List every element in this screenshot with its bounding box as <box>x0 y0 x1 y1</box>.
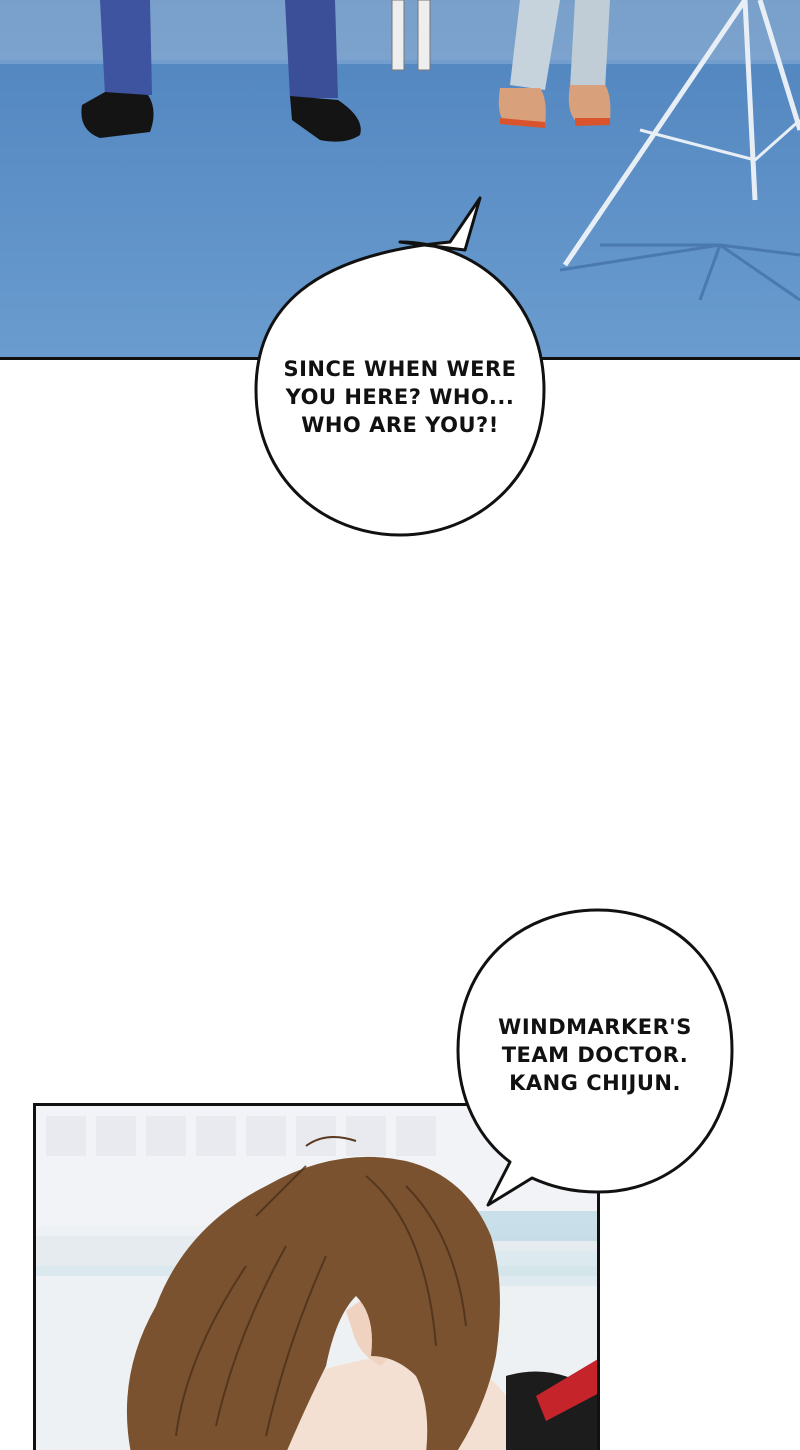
speech-bubble-1-shape <box>254 196 546 537</box>
tripod-shadow <box>559 243 800 302</box>
speech-bubble-1: SINCE WHEN WERE YOU HERE? WHO... WHO ARE… <box>250 190 550 545</box>
speech-bubble-2-text: WINDMARKER'S TEAM DOCTOR. KANG CHIJUN. <box>498 1015 692 1095</box>
tripod <box>562 0 800 267</box>
character-kang-chijun <box>126 1136 597 1450</box>
character-scene <box>36 1106 597 1450</box>
speech-bubble-1-text: SINCE WHEN WERE YOU HERE? WHO... WHO ARE… <box>283 357 517 437</box>
person-right-legs <box>498 0 611 128</box>
pole-stand <box>391 0 431 71</box>
bottom-panel <box>33 1103 600 1450</box>
speech-bubble-2: WINDMARKER'S TEAM DOCTOR. KANG CHIJUN. <box>450 900 740 1210</box>
speech-bubble-2-shape <box>456 908 734 1207</box>
person-left-legs <box>81 0 361 142</box>
